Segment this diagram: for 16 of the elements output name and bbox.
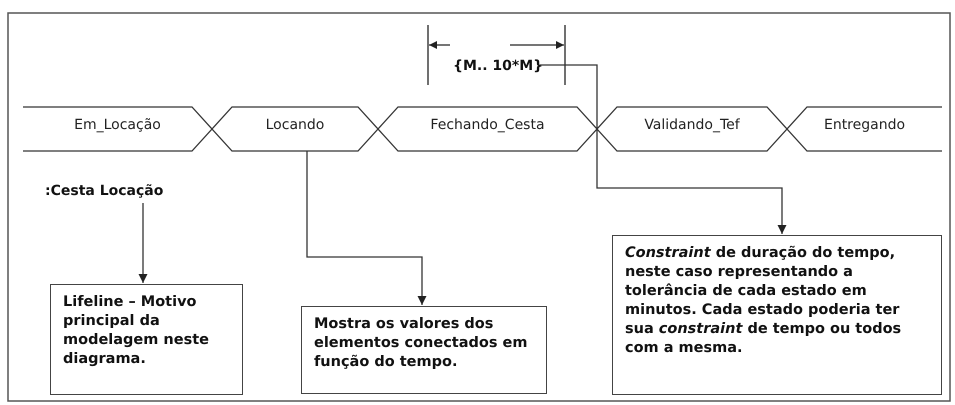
state-name: Entregando <box>822 117 906 133</box>
state-name: Em_Locação <box>73 117 162 133</box>
state-name: Validando_Tef <box>643 117 741 133</box>
arrow <box>540 64 786 234</box>
arrow <box>138 203 148 283</box>
state-name: Fechando_Cesta <box>429 117 546 133</box>
note-text: Constraint de duração do tempo, neste caso representando a tolerância de cada estado em minutos. Cada estado poderia ter sua constraint de tempo ou todos com a mesma. <box>625 244 902 358</box>
arrow <box>306 151 426 305</box>
lifeline-label: :Cesta Locação <box>45 183 164 199</box>
duration-constraint-label: {M.. 10*M} <box>453 58 544 74</box>
note-box <box>50 284 243 395</box>
note-box <box>301 306 547 394</box>
note-text: Lifeline – Motivo principal da modelagem neste diagrama. <box>63 293 210 369</box>
note-box <box>612 235 942 395</box>
note-text: Mostra os valores dos elementos conectados em função do tempo. <box>314 315 528 372</box>
state-name: Locando <box>264 117 326 133</box>
